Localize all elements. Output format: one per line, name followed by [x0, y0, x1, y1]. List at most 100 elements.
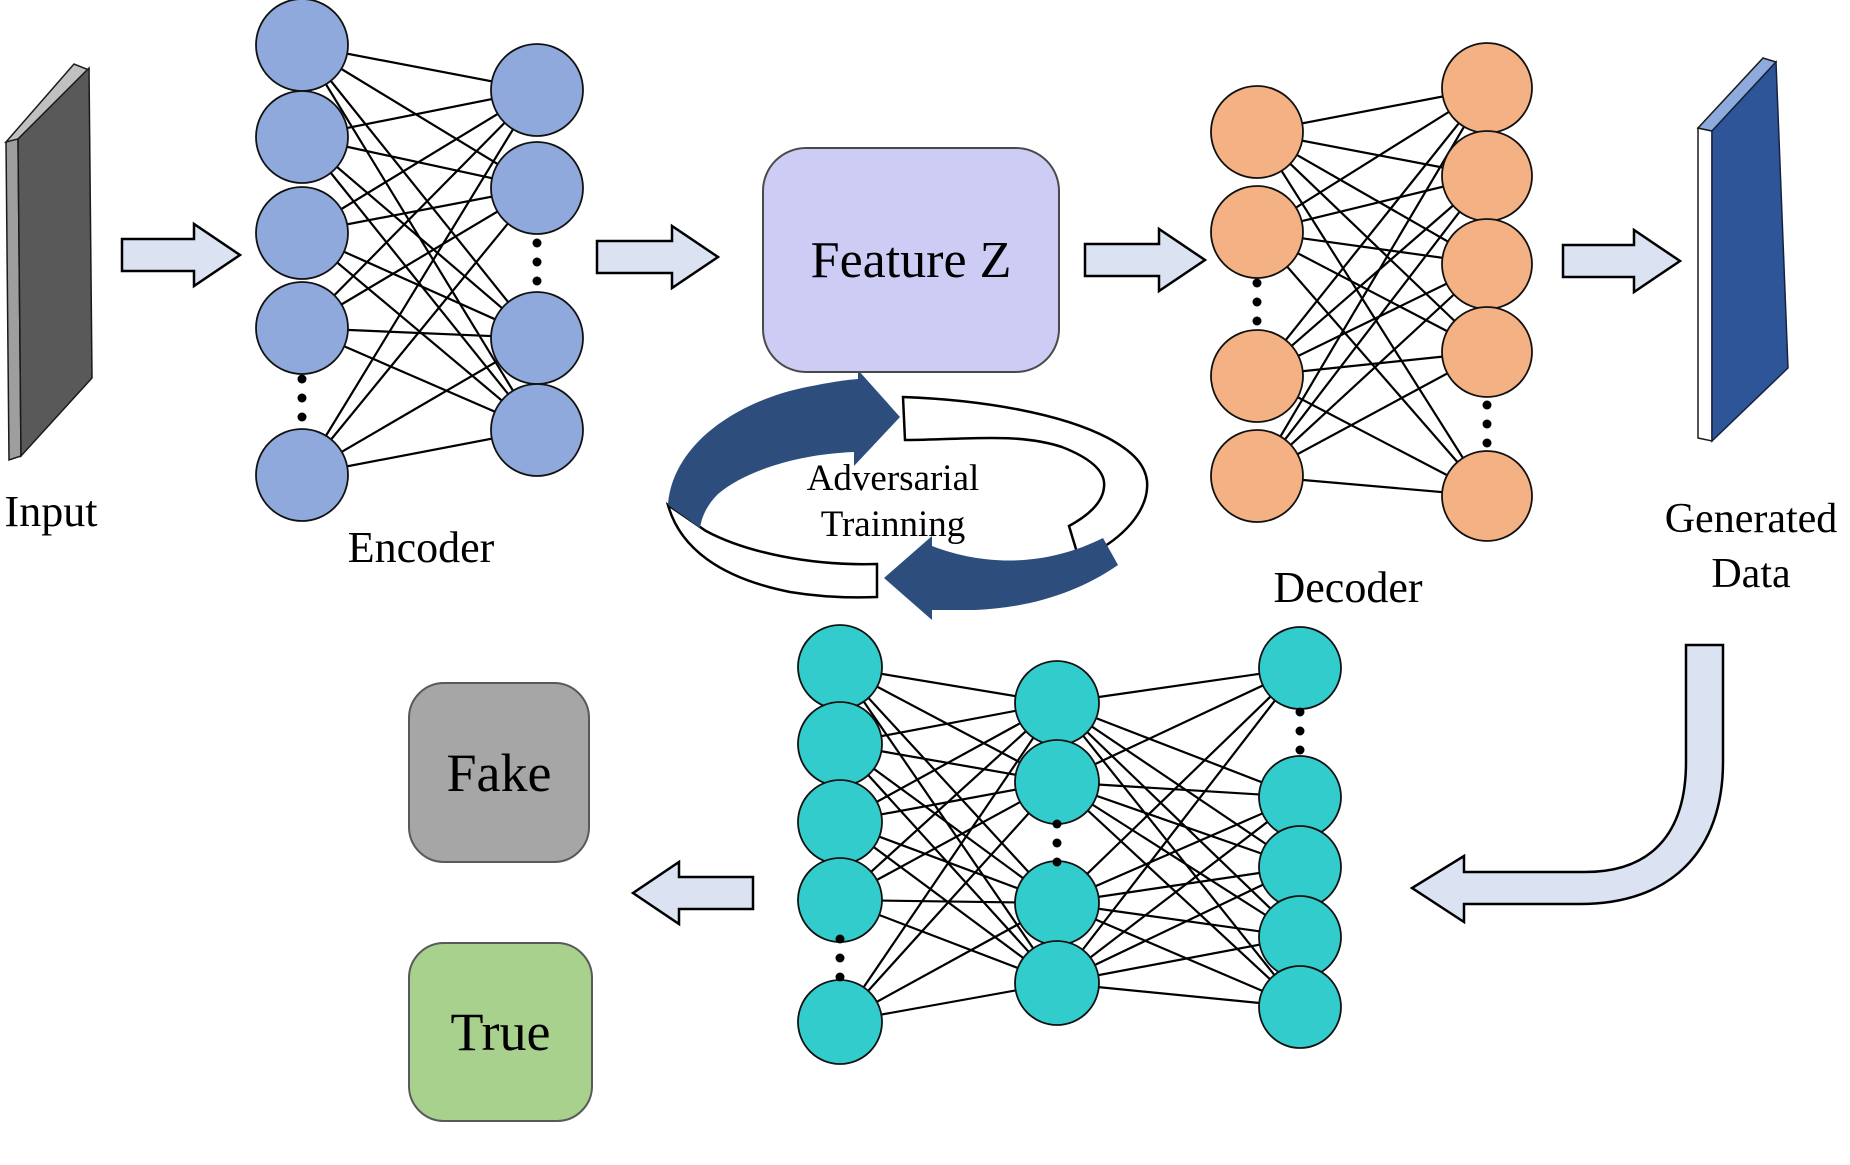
- adversarial-training-cycle: [665, 370, 1149, 620]
- ellipsis-dot: [835, 934, 845, 944]
- network-edge: [1056, 901, 1301, 1009]
- generated-data-label: Generated Data: [1664, 496, 1838, 597]
- network-edge: [301, 89, 538, 329]
- decoder-label: Decoder: [1273, 563, 1423, 612]
- network-node: [1210, 185, 1304, 279]
- network-node: [255, 186, 349, 280]
- network-node: [1258, 626, 1342, 710]
- network-edge: [1056, 667, 1301, 904]
- network-edge: [1056, 667, 1301, 783]
- network-edge: [1256, 131, 1488, 497]
- network-node: [490, 291, 584, 385]
- ellipsis-dot: [1482, 438, 1492, 448]
- true-box: True: [408, 942, 593, 1122]
- ellipsis-dot: [1295, 745, 1305, 755]
- network-node: [490, 43, 584, 137]
- fake-box: Fake: [408, 682, 590, 863]
- input-panel: [3, 63, 93, 462]
- network-node: [1210, 429, 1304, 523]
- cycle-white-band-bottom-left: [665, 502, 879, 599]
- network-edge: [1056, 866, 1301, 984]
- arrow-feature-to-decoder: [1083, 226, 1208, 294]
- generated-panel-side-face: [1697, 127, 1713, 442]
- network-node: [490, 383, 584, 477]
- encoder-network: [255, 0, 584, 522]
- cycle-navy-arc-top: [668, 370, 900, 528]
- network-node: [797, 624, 883, 710]
- network-edge: [839, 702, 1058, 901]
- ellipsis-dot: [532, 238, 542, 248]
- network-edge: [301, 187, 538, 476]
- network-edge: [1256, 131, 1488, 353]
- network-node: [1014, 860, 1100, 946]
- network-edge: [1056, 701, 1301, 799]
- network-node: [797, 779, 883, 865]
- network-edge: [1056, 796, 1301, 984]
- network-node: [797, 857, 883, 943]
- network-edge: [301, 89, 538, 476]
- network-node: [1210, 329, 1304, 423]
- network-node: [1441, 306, 1533, 398]
- input-panel-front-face: [17, 66, 93, 458]
- arrow-decoder-to-generated: [1561, 227, 1683, 295]
- network-edge: [1256, 175, 1488, 477]
- network-edge: [1056, 702, 1301, 1008]
- encoder-label: Encoder: [347, 523, 495, 572]
- adversarial-training-label: Adversarial Trainning: [806, 458, 980, 546]
- network-edge: [1056, 795, 1301, 905]
- network-node: [1210, 85, 1304, 179]
- network-node: [1441, 130, 1533, 222]
- ellipsis-dot: [532, 257, 542, 267]
- network-node: [1258, 965, 1342, 1049]
- feature-z-label: Feature Z: [810, 231, 1012, 289]
- ellipsis-dot: [1295, 707, 1305, 717]
- generated-panel-front-face: [1711, 60, 1789, 443]
- network-node: [1441, 42, 1533, 134]
- arrow-generated-to-discriminator: [1409, 643, 1725, 925]
- flow-arrows: [120, 221, 1683, 927]
- network-node: [1014, 940, 1100, 1026]
- ellipsis-dot: [1052, 857, 1062, 867]
- network-node: [797, 979, 883, 1065]
- network-edge: [1056, 702, 1301, 938]
- ellipsis-dot: [835, 953, 845, 963]
- ellipsis-dot: [297, 412, 307, 422]
- network-edge: [1056, 781, 1301, 1008]
- network-edge: [839, 702, 1058, 1023]
- input-label: Input: [4, 487, 98, 536]
- network-edge: [839, 666, 1058, 904]
- network-edge: [301, 136, 538, 339]
- network-edge: [1056, 781, 1301, 938]
- network-node: [1014, 739, 1100, 825]
- ellipsis-dot: [835, 972, 845, 982]
- network-node: [797, 701, 883, 787]
- ellipsis-dot: [1252, 278, 1262, 288]
- network-edge: [1256, 175, 1488, 377]
- generated-data-panel: [1696, 57, 1789, 443]
- network-edge: [839, 781, 1058, 1023]
- discriminator-network: [797, 624, 1342, 1065]
- network-edge: [839, 743, 1058, 904]
- ellipsis-dot: [1482, 419, 1492, 429]
- arrow-input-to-encoder: [120, 221, 243, 289]
- network-node: [1014, 660, 1100, 746]
- network-edge: [1256, 263, 1488, 477]
- ellipsis-dot: [1252, 316, 1262, 326]
- fake-label: Fake: [446, 742, 552, 803]
- network-node: [1441, 450, 1533, 542]
- true-label: True: [450, 1002, 551, 1062]
- network-edge: [1056, 667, 1301, 984]
- arrow-encoder-to-feature: [595, 223, 721, 291]
- network-node: [255, 281, 349, 375]
- ellipsis-dot: [1252, 297, 1262, 307]
- network-node: [255, 0, 349, 92]
- network-node: [1441, 218, 1533, 310]
- arrow-discriminator-to-verdict: [630, 859, 755, 927]
- ellipsis-dot: [1052, 819, 1062, 829]
- ellipsis-dot: [1295, 726, 1305, 736]
- decoder-network: [1210, 42, 1533, 542]
- network-edge: [839, 666, 1058, 984]
- network-node: [490, 141, 584, 235]
